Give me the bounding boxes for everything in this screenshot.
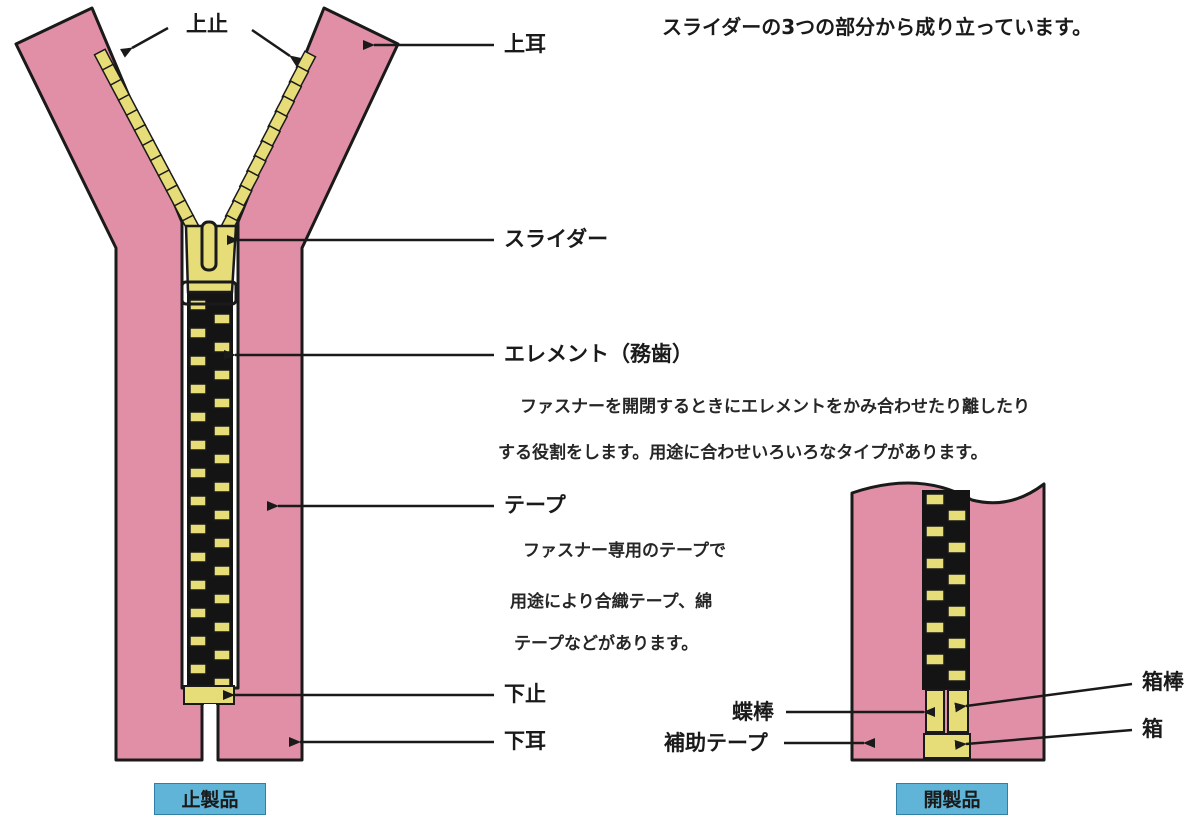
label-tape: テープ bbox=[504, 493, 566, 517]
label-box: 箱 bbox=[1142, 717, 1163, 741]
retainer-pin bbox=[947, 689, 969, 733]
tooth bbox=[213, 565, 231, 577]
tooth bbox=[189, 467, 207, 479]
arrow-top-stop-right bbox=[251, 28, 302, 67]
tooth bbox=[189, 635, 207, 647]
left-tape bbox=[14, 6, 204, 762]
tooth bbox=[213, 341, 231, 353]
tape-description-line-1: ファスナー専用のテープで bbox=[523, 541, 726, 561]
slider bbox=[180, 220, 238, 306]
label-top-stop: 上止 bbox=[186, 12, 228, 36]
tooth bbox=[925, 557, 945, 570]
tooth bbox=[947, 509, 967, 522]
box bbox=[923, 733, 971, 759]
tooth bbox=[189, 579, 207, 591]
insert-pin bbox=[925, 689, 945, 733]
tooth bbox=[213, 369, 231, 381]
tag-closed-end-product: 止製品 bbox=[154, 783, 266, 815]
tooth bbox=[947, 637, 967, 650]
label-retainer-pin: 箱棒 bbox=[1142, 670, 1184, 694]
tooth bbox=[947, 541, 967, 554]
tooth bbox=[925, 589, 945, 602]
tooth bbox=[925, 621, 945, 634]
label-element: エレメント（務歯） bbox=[504, 342, 693, 366]
label-slider: スライダー bbox=[504, 227, 609, 251]
closed-end-zipper bbox=[14, 6, 400, 762]
tooth bbox=[189, 411, 207, 423]
label-bottom-tape-end: 下耳 bbox=[504, 729, 546, 753]
label-bottom-stop: 下止 bbox=[504, 682, 546, 706]
tooth bbox=[189, 495, 207, 507]
label-reinforcement-tape: 補助テープ bbox=[664, 731, 768, 755]
diagram-heading: スライダーの3つの部分から成り立っています。 bbox=[662, 15, 1093, 39]
arrow-box bbox=[954, 728, 1133, 750]
tooth bbox=[947, 605, 967, 618]
element-description-line-2: する役割をします。用途に合わせいろいろなタイプがあります。 bbox=[498, 443, 988, 463]
tape-description-line-3: テープなどがあります。 bbox=[514, 634, 699, 654]
slider-bridge bbox=[180, 280, 238, 306]
element-description-line-1: ファスナーを開閉するときにエレメントをかみ合わせたり離したり bbox=[520, 397, 1030, 417]
tooth bbox=[189, 551, 207, 563]
right-tape bbox=[216, 6, 400, 762]
tooth bbox=[947, 669, 967, 682]
tooth bbox=[189, 327, 207, 339]
arrow-top-stop-left bbox=[119, 26, 169, 58]
label-top-tape-end: 上耳 bbox=[504, 32, 546, 56]
tooth bbox=[213, 537, 231, 549]
tag-open-end-product: 開製品 bbox=[896, 783, 1008, 815]
open-end-zipper bbox=[850, 481, 1046, 762]
slider-pull-tab bbox=[200, 220, 218, 272]
tape-description-line-2: 用途により合織テープ、綿 bbox=[510, 592, 713, 612]
tooth bbox=[189, 663, 207, 675]
tooth bbox=[213, 313, 231, 325]
tooth bbox=[925, 653, 945, 666]
tooth bbox=[189, 383, 207, 395]
tooth bbox=[925, 493, 945, 506]
tooth bbox=[213, 397, 231, 409]
tooth bbox=[925, 525, 945, 538]
tooth bbox=[213, 593, 231, 605]
tooth bbox=[213, 509, 231, 521]
tooth bbox=[189, 355, 207, 367]
arrow-retainer-pin bbox=[954, 682, 1133, 713]
tooth bbox=[213, 425, 231, 437]
open-end-teeth bbox=[925, 493, 967, 682]
open-teeth-right bbox=[217, 50, 317, 238]
tooth bbox=[213, 453, 231, 465]
tooth bbox=[947, 573, 967, 586]
label-insert-pin: 蝶棒 bbox=[732, 700, 774, 724]
leader-lines bbox=[119, 26, 1133, 750]
tooth bbox=[213, 649, 231, 661]
tooth bbox=[189, 523, 207, 535]
bottom-stop bbox=[183, 685, 235, 705]
tooth bbox=[189, 439, 207, 451]
tooth bbox=[189, 607, 207, 619]
open-teeth-left bbox=[93, 48, 203, 238]
tooth bbox=[213, 481, 231, 493]
tooth bbox=[213, 621, 231, 633]
